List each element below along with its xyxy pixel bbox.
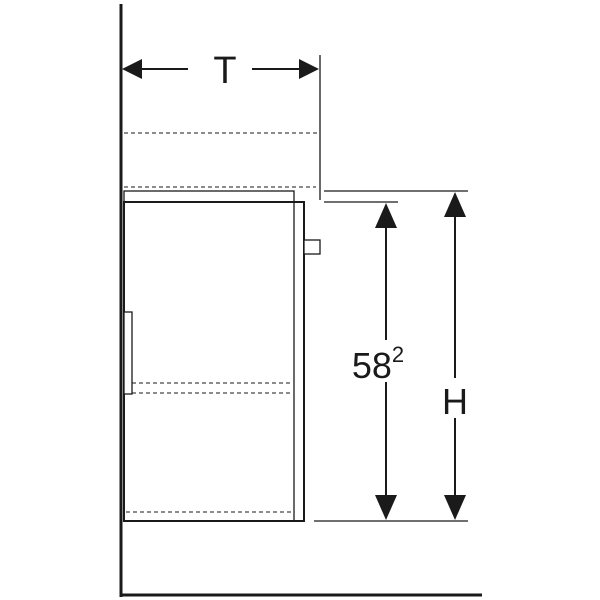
cabinet-top-panel	[123, 190, 295, 203]
cabinet-body	[123, 201, 305, 522]
inner-height-label-bg	[348, 340, 424, 382]
inner-height-label-sup: 2	[392, 342, 404, 367]
total-height-label: H	[442, 381, 468, 422]
cabinet-handle	[123, 311, 133, 395]
wall-floor-lines	[119, 4, 482, 597]
cabinet	[123, 190, 321, 522]
inner-height-arrow-top	[375, 203, 397, 228]
siphon-stub	[303, 239, 321, 255]
total-height-arrow-top	[444, 192, 466, 217]
height-extension-lines	[314, 190, 468, 522]
inner-height-label-main: 58	[352, 345, 392, 386]
total-height-arrow-bottom	[444, 495, 466, 520]
cabinet-dashed-lines	[124, 186, 316, 513]
depth-label: T	[213, 50, 236, 92]
total-height-label-bg	[438, 378, 472, 418]
inner-height-arrow-bottom	[375, 495, 397, 520]
total-height-dimension	[444, 192, 466, 520]
depth-dimension	[122, 55, 321, 200]
inner-height-label: 582	[352, 342, 404, 386]
